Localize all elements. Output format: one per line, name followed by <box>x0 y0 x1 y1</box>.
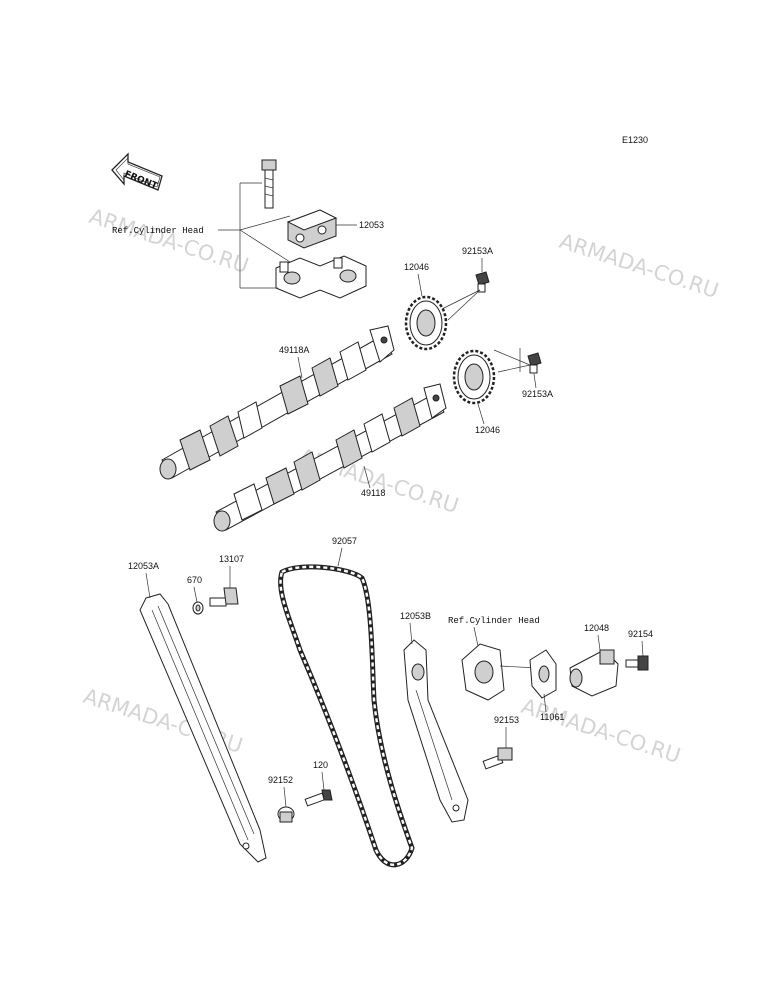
label-12053B: 12053B <box>400 611 431 621</box>
label-92152: 92152 <box>268 775 293 785</box>
front-arrow-icon: FRONT <box>111 152 163 192</box>
label-92153A-right: 92153A <box>522 389 553 399</box>
bolt-92154 <box>625 655 649 671</box>
camshaft-49118 <box>213 383 447 532</box>
bolt-92153A-right <box>527 352 542 374</box>
sprocket-12046-top <box>404 295 448 351</box>
sprocket-12046-right <box>452 349 496 405</box>
label-12053: 12053 <box>359 220 384 230</box>
label-92153A-top: 92153A <box>462 246 493 256</box>
watermark-bottom-right: ARMADA-CO.RU <box>518 694 683 768</box>
label-92154: 92154 <box>628 629 653 639</box>
camshaft-cap-lower <box>275 255 367 299</box>
label-12046-right: 12046 <box>475 425 500 435</box>
label-49118A: 49118A <box>279 345 309 355</box>
ref-bracket-upper <box>218 182 291 289</box>
tensioner-12048 <box>569 649 619 697</box>
ref-cylinder-head-upper: Ref.Cylinder Head <box>112 226 204 236</box>
ref-cylinder-head-lower: Ref.Cylinder Head <box>448 616 540 626</box>
chain-guide-12053B <box>403 639 469 823</box>
watermark-top-left: ARMADA-CO.RU <box>86 204 251 278</box>
watermark-top-right: ARMADA-CO.RU <box>556 229 721 303</box>
label-120: 120 <box>313 760 328 770</box>
label-13107: 13107 <box>219 554 244 564</box>
bolt-120 <box>304 789 333 807</box>
label-12048: 12048 <box>584 623 609 633</box>
camshaft-49118A <box>159 325 395 480</box>
bolt-92152 <box>277 806 295 823</box>
gasket-11061 <box>529 649 557 699</box>
cap-bolt <box>261 159 277 209</box>
cam-chain-92057 <box>278 564 415 868</box>
tensioner-mount <box>461 643 505 701</box>
bolt-92153 <box>482 747 513 770</box>
label-11061: 11061 <box>540 712 564 722</box>
label-92153: 92153 <box>494 715 519 725</box>
camshaft-cap-12053 <box>286 209 338 249</box>
label-12053A: 12053A <box>128 561 159 571</box>
label-92057: 92057 <box>332 536 357 546</box>
label-12046-top: 12046 <box>404 262 429 272</box>
bolt-92153A-top <box>475 271 490 293</box>
diagram-code: E1230 <box>622 135 648 145</box>
label-670: 670 <box>187 575 202 585</box>
washer-670 <box>192 601 204 615</box>
bolt-13107 <box>209 587 239 607</box>
chain-guide-12053A <box>139 593 267 863</box>
label-49118: 49118 <box>361 488 385 498</box>
